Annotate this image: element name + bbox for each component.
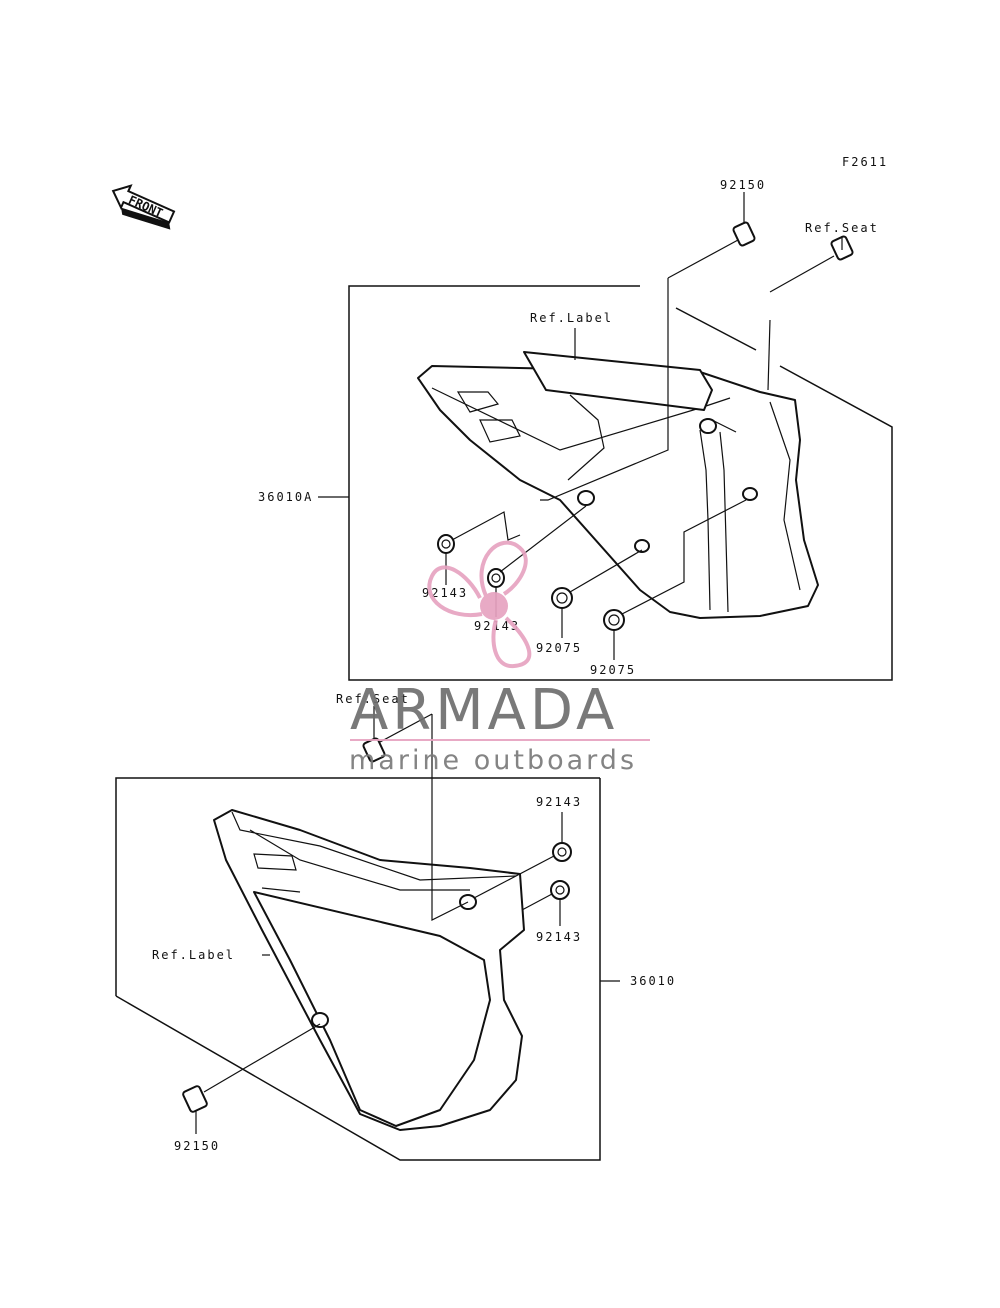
label-36010A: 36010A xyxy=(258,490,313,504)
side-cover-left xyxy=(417,365,819,619)
label-ref-seat-upper: Ref.Seat xyxy=(805,221,879,235)
bushing-92143-top xyxy=(473,812,572,899)
label-ref-label-lower: Ref.Label xyxy=(152,948,235,962)
cover-label-panel xyxy=(523,351,713,411)
watermark-brand: ARMADA xyxy=(350,678,618,743)
lower-assembly-frame xyxy=(115,777,600,996)
seat-bolt-upper xyxy=(769,235,854,293)
label-92150-upper: 92150 xyxy=(720,178,766,192)
label-92143-bottom: 92143 xyxy=(536,930,582,944)
grommet-92075-right xyxy=(603,499,747,660)
propeller-logo-icon xyxy=(427,540,532,669)
lower-assembly: Ref.Seat 92143 92143 Ref.Label 36010 921… xyxy=(115,692,676,1161)
label-92075-mid: 92075 xyxy=(536,641,582,655)
upper-assembly: 92150 Ref.Seat Ref.Label 36010A 92143 92… xyxy=(258,178,893,681)
label-92150-lower: 92150 xyxy=(174,1139,220,1153)
figure-code: F2611 xyxy=(842,155,888,169)
grommet-92075-mid xyxy=(551,549,643,638)
bushing-92143-left xyxy=(437,511,521,585)
bushing-92143-bottom xyxy=(521,880,570,926)
front-arrow-icon: FRONT xyxy=(111,184,176,230)
cover-cutout-right xyxy=(253,853,297,871)
label-ref-label-upper: Ref.Label xyxy=(530,311,613,325)
bushing-92143-mid xyxy=(487,505,587,617)
label-ref-seat-lower: Ref.Seat xyxy=(336,692,410,706)
bolt-92150-lower xyxy=(182,1023,321,1134)
label-36010: 36010 xyxy=(630,974,676,988)
upper-assembly-frame xyxy=(348,285,893,681)
cover-cutout-lower xyxy=(479,419,521,443)
watermark-tagline: marine outboards xyxy=(349,745,637,776)
label-92075-right: 92075 xyxy=(590,663,636,677)
bolt-92150-upper xyxy=(667,221,756,279)
label-92143-top: 92143 xyxy=(536,795,582,809)
watermark: ARMADA marine outboards xyxy=(349,540,650,776)
cover-cutout-upper xyxy=(456,391,500,413)
